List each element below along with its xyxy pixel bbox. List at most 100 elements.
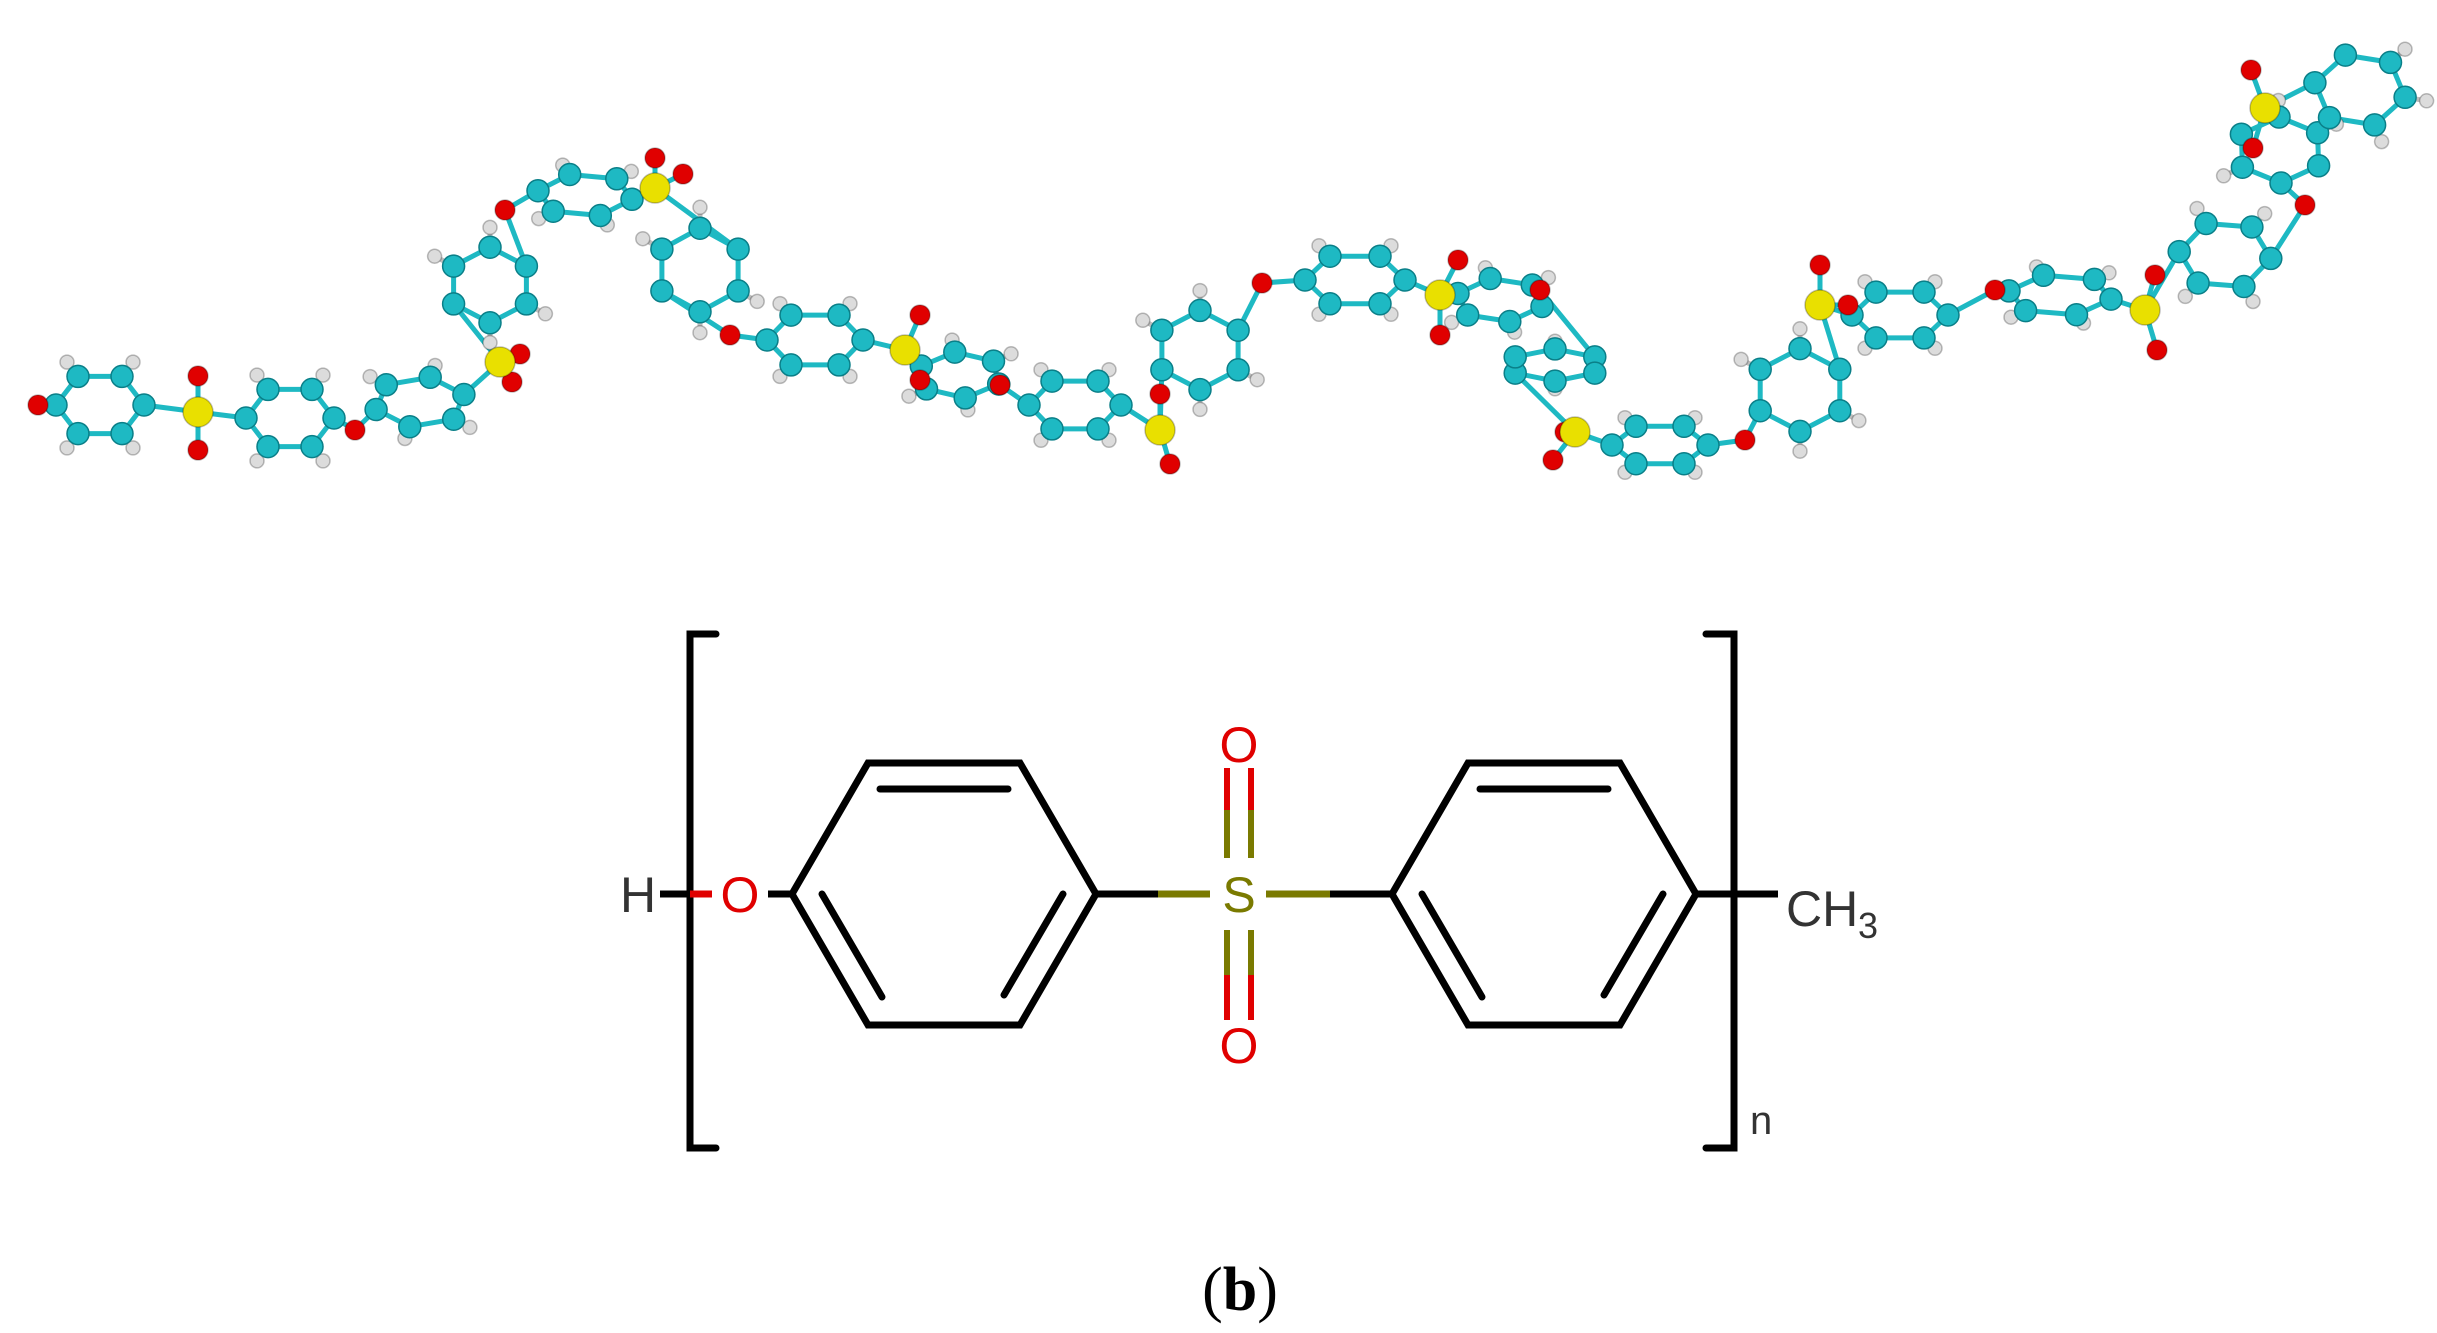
- carbon-atom: [1368, 292, 1392, 316]
- hydrogen-atom: [125, 440, 141, 456]
- carbon-atom: [1318, 244, 1342, 268]
- left-benzene-ring: [787, 759, 1101, 1029]
- oxygen-atom: [1251, 272, 1273, 294]
- oxygen-atom: [187, 439, 209, 461]
- carbon-atom: [1109, 393, 1133, 417]
- carbon-atom: [827, 353, 851, 377]
- carbon-atom: [2378, 50, 2403, 75]
- oxygen-atom: [644, 147, 666, 169]
- carbon-atom: [1543, 369, 1567, 393]
- carbon-atom: [478, 311, 502, 335]
- hydrogen-atom: [692, 324, 708, 341]
- carbon-atom: [953, 386, 977, 410]
- sulfur-atom: [1559, 416, 1591, 448]
- carbon-atom: [688, 216, 712, 240]
- carbon-atom: [1368, 244, 1392, 268]
- carbon-atom: [2393, 85, 2417, 110]
- oxygen-atom: [672, 163, 694, 185]
- hydrogen-atom: [2189, 200, 2205, 217]
- carbon-atom: [1017, 393, 1041, 417]
- sulfur-atom: [1804, 289, 1836, 321]
- hydrogen-atom: [1003, 346, 1019, 362]
- carbon-atom: [1543, 337, 1567, 361]
- carbon-atom: [2317, 105, 2342, 130]
- carbon-atom: [1150, 318, 1174, 342]
- carbon-atom: [2240, 215, 2264, 239]
- hydrogen-atom: [249, 367, 265, 383]
- oxygen-atom: [719, 324, 741, 346]
- methyl-label: CH: [1786, 881, 1858, 937]
- carbon-atom: [1788, 419, 1812, 444]
- hydrogen-atom: [2256, 205, 2273, 222]
- hydrogen-atom: [249, 453, 265, 469]
- sulfur-atom: [889, 334, 921, 366]
- carbon-atom: [1086, 369, 1110, 393]
- carbon-atom: [981, 349, 1006, 373]
- carbon-atom: [441, 292, 466, 316]
- hydrogen-atom: [59, 354, 75, 370]
- carbon-atom: [851, 328, 875, 352]
- carbon-atom: [779, 353, 803, 377]
- oxygen-atom: [2146, 339, 2168, 361]
- carbon-atom: [1150, 358, 1174, 382]
- oxygen-atom: [1159, 453, 1181, 475]
- carbon-atom: [514, 254, 539, 278]
- oxygen-atom: [2242, 137, 2264, 159]
- hydrogen-atom: [1851, 412, 1867, 429]
- hydrogen-atom: [1792, 321, 1808, 337]
- model-atoms: [27, 41, 2435, 481]
- carbon-atom: [1498, 309, 1522, 334]
- sulfonyl-oxygen-bottom-label: O: [1220, 1018, 1259, 1074]
- carbon-atom: [1455, 303, 1480, 327]
- oxygen-atom: [989, 374, 1011, 396]
- caption-close-paren: ): [1257, 1256, 1278, 1324]
- carbon-atom: [650, 237, 674, 261]
- oxygen-atom: [1837, 294, 1859, 316]
- hydrogen-label: H: [620, 867, 656, 923]
- carbon-atom: [478, 235, 502, 259]
- carbon-atom: [620, 187, 644, 212]
- carbon-atom: [1393, 268, 1417, 292]
- hydrogen-atom: [426, 248, 443, 264]
- carbon-atom: [441, 407, 466, 431]
- oxygen-atom: [1529, 279, 1551, 301]
- hydrogen-atom: [1249, 371, 1265, 388]
- carbon-atom: [526, 178, 550, 203]
- hydrogen-atom: [749, 293, 765, 310]
- carbon-atom: [2082, 267, 2107, 292]
- hydrogen-atom: [1733, 351, 1749, 368]
- carbon-atom: [2013, 298, 2038, 323]
- oxygen-atom: [1809, 254, 1831, 276]
- carbon-atom: [1600, 433, 1624, 457]
- oxygen-atom: [344, 419, 366, 441]
- oxygen-atom: [2144, 264, 2166, 286]
- carbon-atom: [1828, 357, 1852, 382]
- methyl-subscript: 3: [1858, 905, 1878, 946]
- hydrogen-atom: [482, 219, 498, 236]
- hydrogen-atom: [2397, 41, 2413, 57]
- carbon-atom: [1672, 451, 1696, 476]
- hydrogen-atom: [635, 230, 651, 247]
- hydrogen-atom: [692, 199, 708, 216]
- carbon-atom: [2303, 70, 2327, 95]
- carbon-atom: [1503, 345, 1527, 369]
- hydrogen-atom: [482, 334, 498, 351]
- carbon-atom: [2099, 287, 2123, 311]
- carbon-atom: [1478, 266, 1502, 291]
- polymer-3d-model: [27, 41, 2435, 481]
- oxygen-atom: [1149, 383, 1171, 405]
- hydrogen-atom: [462, 419, 478, 436]
- sulfur-atom: [2249, 92, 2281, 124]
- caption-letter: b: [1223, 1256, 1257, 1324]
- carbon-atom: [541, 199, 565, 223]
- carbon-atom: [726, 237, 750, 261]
- carbon-atom: [2232, 274, 2256, 299]
- hydrogen-atom: [2373, 133, 2390, 150]
- sulfur-atom: [1424, 279, 1456, 311]
- sulfonyl-oxygen-top-label: O: [1220, 717, 1259, 773]
- oxygen-atom: [909, 369, 931, 391]
- carbon-atom: [110, 421, 134, 446]
- s-o-top-double-bond: [1224, 768, 1254, 858]
- oxygen-atom: [1984, 279, 2006, 301]
